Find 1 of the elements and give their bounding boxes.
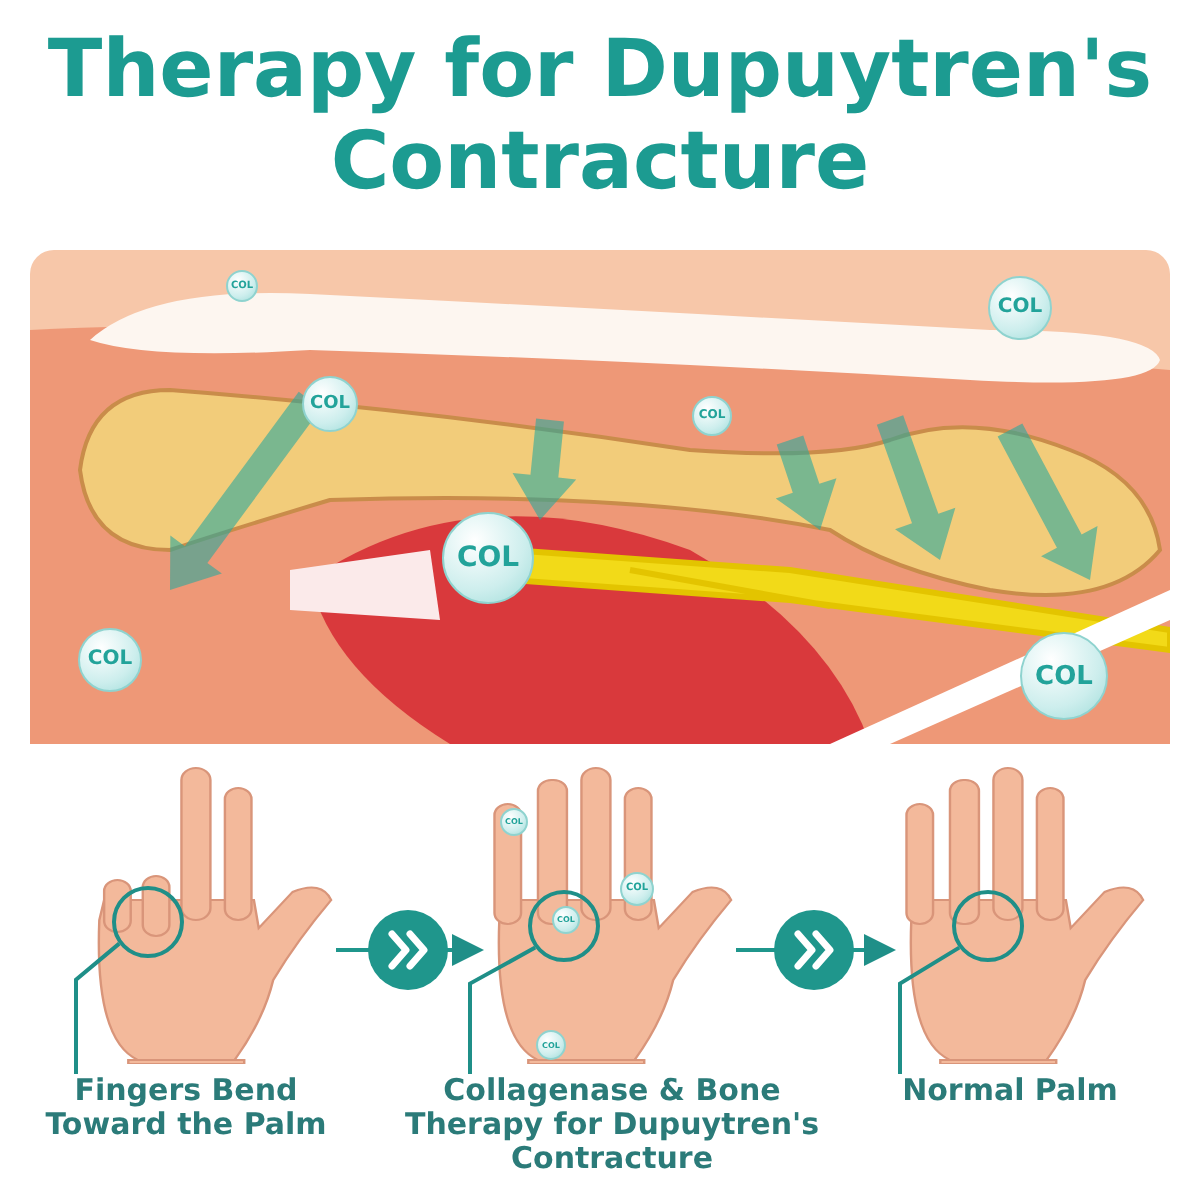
title: Therapy for Dupuytren's Contracture (45, 24, 1155, 208)
